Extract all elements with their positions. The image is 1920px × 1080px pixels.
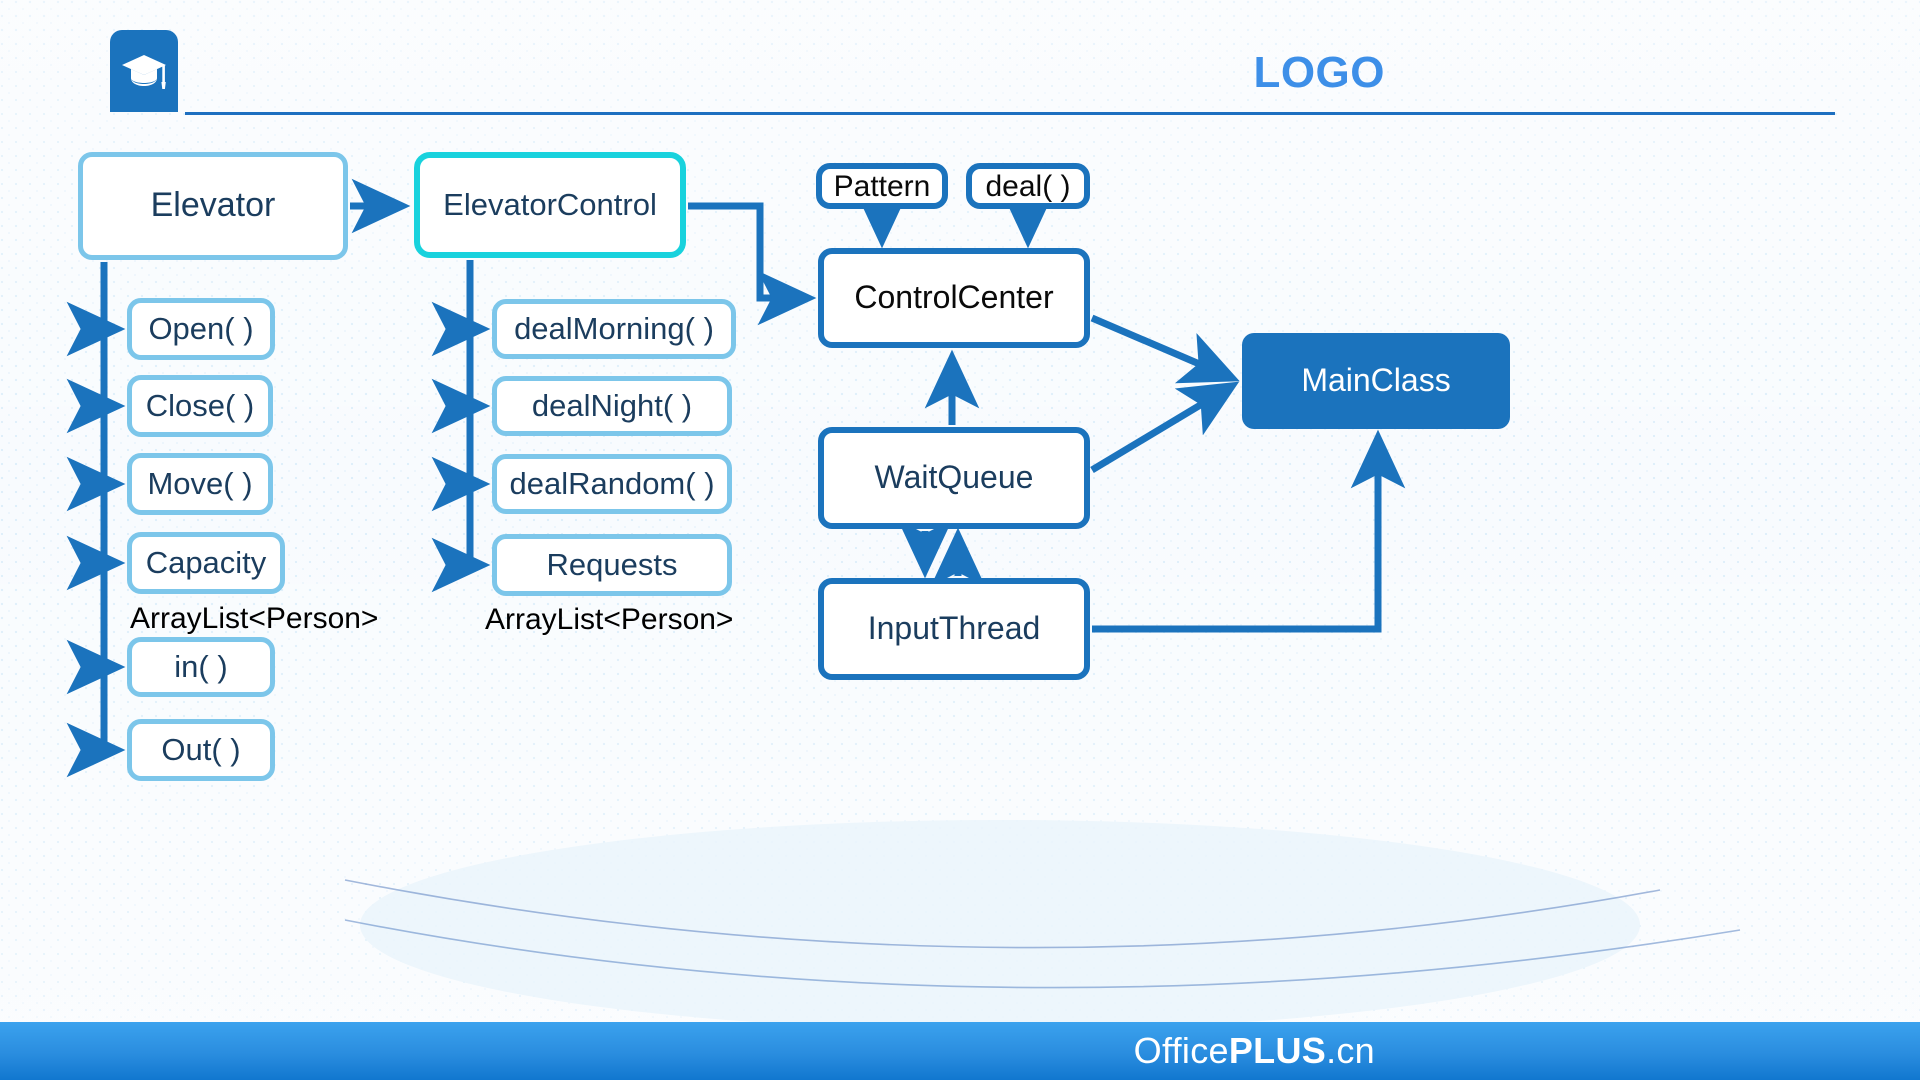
- diagram-node-open[interactable]: Open( ): [127, 298, 275, 360]
- diagram-node-elevator[interactable]: Elevator: [78, 152, 348, 260]
- diagram-node-dealrandom[interactable]: dealRandom( ): [492, 454, 732, 514]
- footer-bar: [0, 1022, 1920, 1080]
- diagram-node-dealmorning[interactable]: dealMorning( ): [492, 299, 736, 359]
- footer-brand-bold: PLUS: [1228, 1030, 1327, 1071]
- footer-brand: OfficePLUS.cn: [1134, 1030, 1375, 1072]
- caption-requests-arraylist: ArrayList<Person>: [485, 603, 734, 636]
- diagram-node-close[interactable]: Close( ): [127, 375, 273, 437]
- diagram-node-elevatorcontrol[interactable]: ElevatorControl: [414, 152, 686, 258]
- logo-text: LOGO: [1253, 48, 1385, 97]
- diagram-node-move[interactable]: Move( ): [127, 453, 273, 515]
- diagram-node-pattern[interactable]: Pattern: [816, 163, 948, 209]
- diagram-node-out[interactable]: Out( ): [127, 719, 275, 781]
- diagram-node-dealnight[interactable]: dealNight( ): [492, 376, 732, 436]
- caption-elevator-arraylist: ArrayList<Person>: [130, 602, 379, 635]
- diagram-node-inputthread[interactable]: InputThread: [818, 578, 1090, 680]
- header-divider-rule: [185, 112, 1835, 115]
- diagram-node-mainclass[interactable]: MainClass: [1242, 333, 1510, 429]
- graduation-cap-icon: [110, 30, 178, 112]
- footer-brand-prefix: Office: [1133, 1030, 1229, 1071]
- diagram-node-capacity[interactable]: Capacity: [127, 532, 285, 594]
- diagram-node-waitqueue[interactable]: WaitQueue: [818, 427, 1090, 529]
- diagram-node-controlcenter[interactable]: ControlCenter: [818, 248, 1090, 348]
- diagram-node-requests[interactable]: Requests: [492, 534, 732, 596]
- diagram-node-deal[interactable]: deal( ): [966, 163, 1090, 209]
- footer-brand-suffix: .cn: [1326, 1030, 1375, 1071]
- diagram-node-in[interactable]: in( ): [127, 637, 275, 697]
